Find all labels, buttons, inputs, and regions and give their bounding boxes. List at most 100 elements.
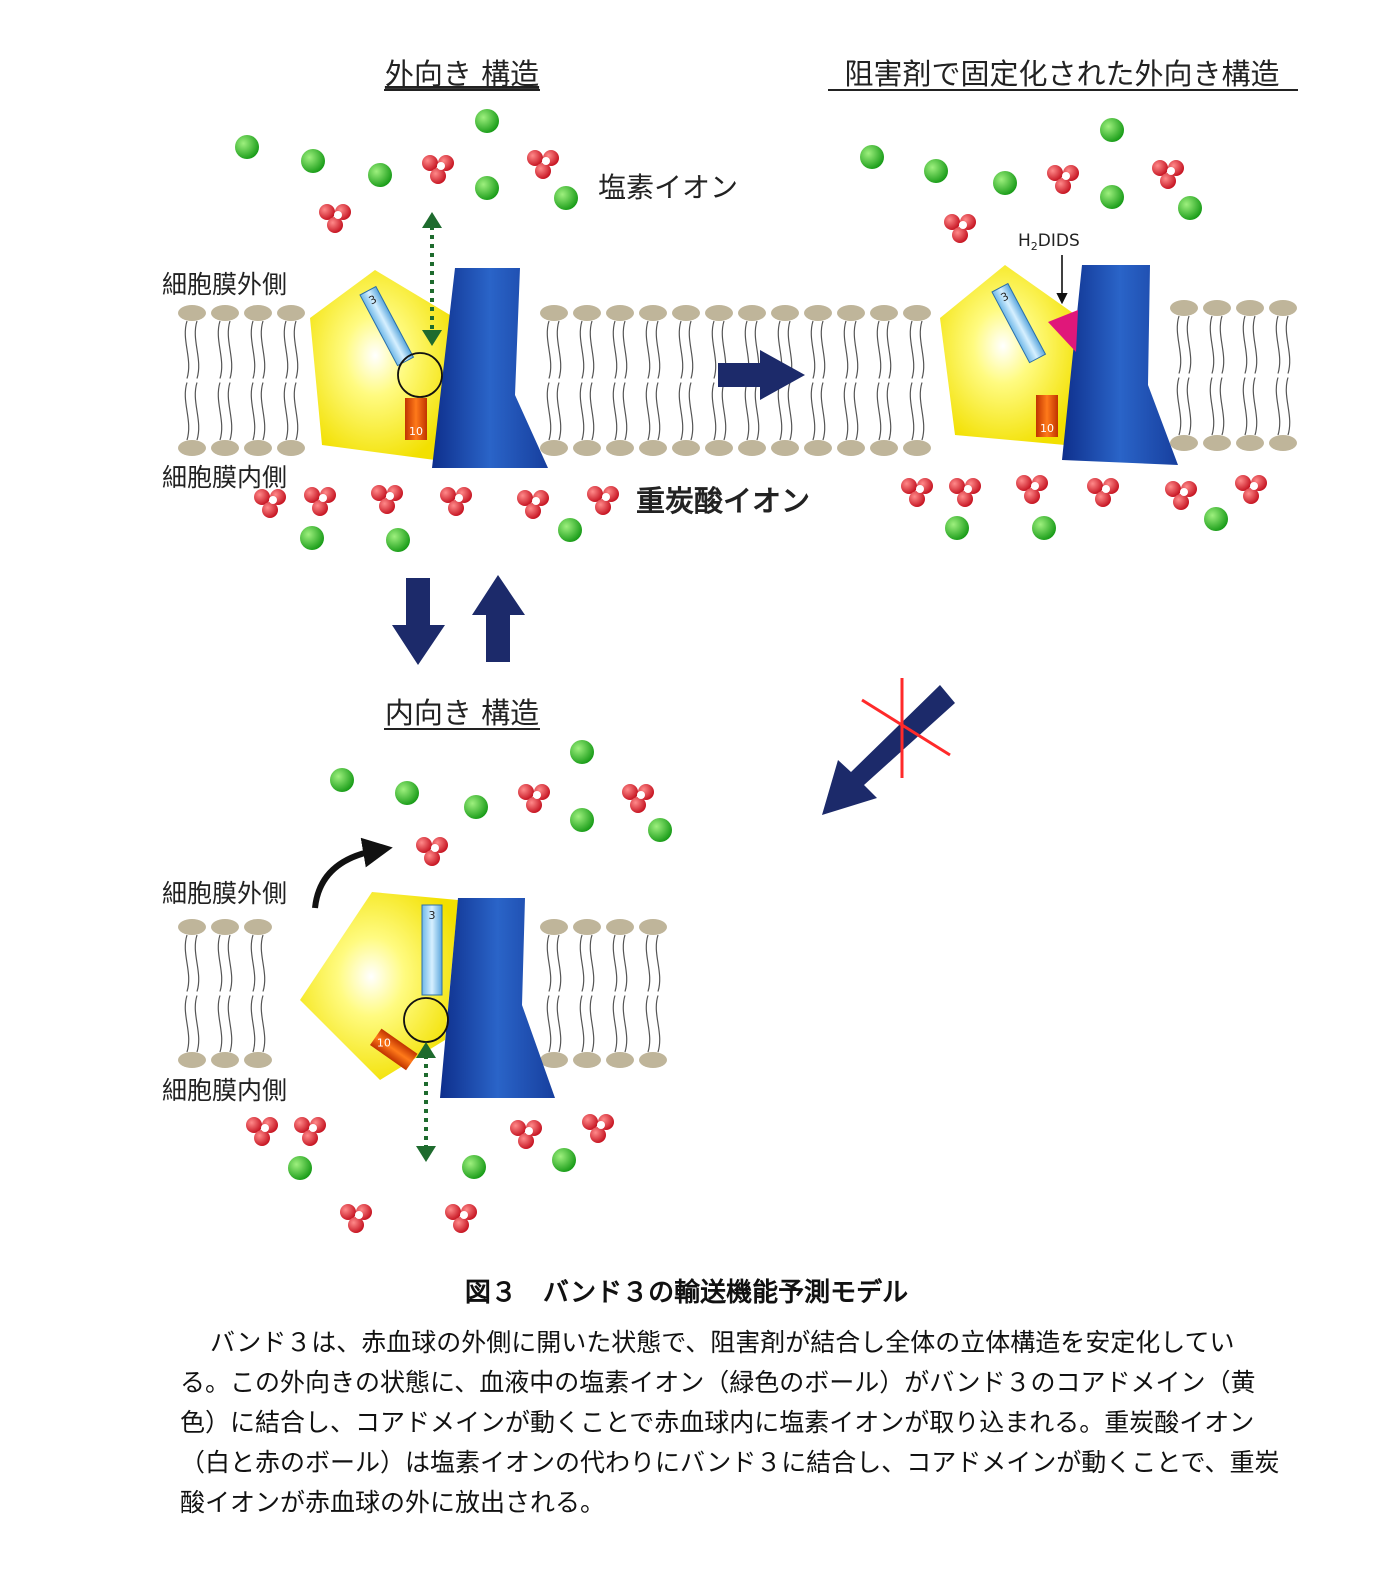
lipid-head bbox=[606, 1052, 634, 1068]
lipid-head bbox=[540, 305, 568, 321]
lipid-head bbox=[178, 440, 206, 456]
bicarbonate-ion bbox=[1235, 475, 1267, 504]
lipid-head bbox=[870, 305, 898, 321]
bicarbonate-ion bbox=[1016, 475, 1048, 504]
outer-side-label: 細胞膜外側 bbox=[162, 879, 287, 908]
bicarbonate-ion bbox=[1152, 160, 1184, 189]
chloride-ion bbox=[288, 1156, 312, 1180]
bicarbonate-ion bbox=[949, 478, 981, 507]
lipid-head bbox=[1236, 300, 1264, 316]
lipid-head bbox=[1170, 300, 1198, 316]
bicarbonate-ion bbox=[440, 487, 472, 516]
inner-side-label: 細胞膜内側 bbox=[162, 463, 287, 492]
lipid-head bbox=[573, 440, 601, 456]
chloride-ion bbox=[648, 818, 672, 842]
band3-model-diagram: 外向き 構造 細胞膜外側 細胞膜内側 3 10 塩素イオン 重炭酸イオ bbox=[162, 57, 1298, 1233]
chloride-ion bbox=[464, 795, 488, 819]
band3-protein-outward: 3 10 bbox=[310, 268, 548, 468]
chloride-ion bbox=[330, 768, 354, 792]
lipid-head bbox=[244, 1052, 272, 1068]
lipid-head bbox=[639, 305, 667, 321]
lipid-head bbox=[639, 440, 667, 456]
lipid-head bbox=[573, 919, 601, 935]
lipid-head bbox=[804, 305, 832, 321]
chloride-ion bbox=[558, 518, 582, 542]
chloride-ion bbox=[368, 163, 392, 187]
lipid-head bbox=[672, 305, 700, 321]
chloride-ion bbox=[395, 781, 419, 805]
chloride-ion bbox=[993, 171, 1017, 195]
lipid-head bbox=[606, 919, 634, 935]
lipid-head bbox=[903, 305, 931, 321]
lipid-head bbox=[1269, 435, 1297, 451]
lipid-head bbox=[639, 1052, 667, 1068]
lipid-head bbox=[211, 440, 239, 456]
lipid-head bbox=[540, 440, 568, 456]
membrane-locked bbox=[1170, 300, 1297, 451]
lipid-head bbox=[211, 919, 239, 935]
lipid-head bbox=[837, 305, 865, 321]
bicarbonate-ion bbox=[1087, 478, 1119, 507]
band3-protein-locked: 3 10 bbox=[940, 265, 1178, 465]
transition-arrow-right bbox=[718, 350, 805, 400]
helix-3: 3 bbox=[359, 285, 415, 367]
lipid-head bbox=[639, 919, 667, 935]
lipid-head bbox=[672, 440, 700, 456]
chloride-ion bbox=[554, 186, 578, 210]
gate-domain bbox=[432, 268, 548, 468]
ion-path-arrow-outward bbox=[422, 212, 442, 346]
chloride-ion bbox=[235, 135, 259, 159]
bicarbonate-ion bbox=[518, 784, 550, 813]
lipid-head bbox=[1203, 435, 1231, 451]
lipid-head bbox=[804, 440, 832, 456]
chloride-ion bbox=[552, 1148, 576, 1172]
lipid-head bbox=[244, 305, 272, 321]
lipid-head bbox=[573, 1052, 601, 1068]
lipid-head bbox=[771, 440, 799, 456]
lipid-head bbox=[1203, 300, 1231, 316]
bicarbonate-ion bbox=[304, 487, 336, 516]
gate-domain bbox=[440, 898, 555, 1098]
bicarbonate-label: 重炭酸イオン bbox=[636, 484, 810, 518]
lipid-head bbox=[211, 1052, 239, 1068]
panel-outward-title: 外向き 構造 bbox=[385, 57, 539, 91]
bicarbonate-ion bbox=[622, 784, 654, 813]
band3-protein-inward: 3 10 bbox=[300, 892, 555, 1098]
ion-path-arrow-inward bbox=[416, 1042, 436, 1162]
panel-outward: 外向き 構造 細胞膜外側 細胞膜内側 3 10 塩素イオン 重炭酸イオ bbox=[162, 57, 931, 552]
chloride-ion bbox=[945, 516, 969, 540]
bicarbonate-ion bbox=[246, 1117, 278, 1146]
chloride-ion bbox=[570, 808, 594, 832]
bicarbonate-ion bbox=[422, 155, 454, 184]
panel-locked-title: 阻害剤で固定化された外向き構造 bbox=[844, 57, 1279, 91]
lipid-head bbox=[244, 440, 272, 456]
bicarbonate-ion bbox=[582, 1114, 614, 1143]
lipid-head bbox=[211, 305, 239, 321]
lipid-head bbox=[244, 919, 272, 935]
figure-caption-title: 図３ バンド３の輸送機能予測モデル bbox=[464, 1278, 909, 1308]
lipid-head bbox=[277, 440, 305, 456]
lipid-head bbox=[903, 440, 931, 456]
chloride-ion bbox=[924, 159, 948, 183]
figure-caption-body: バンド３は、赤血球の外側に開いた状態で、阻害剤が結合し全体の立体構造を安定化して… bbox=[180, 1328, 1280, 1517]
svg-text:10: 10 bbox=[409, 425, 423, 438]
ions-inward bbox=[246, 740, 672, 1233]
lipid-head bbox=[705, 305, 733, 321]
chloride-ion bbox=[386, 528, 410, 552]
chloride-ion bbox=[300, 526, 324, 550]
membrane-inward bbox=[178, 919, 667, 1068]
lipid-head bbox=[738, 440, 766, 456]
lipid-head bbox=[606, 305, 634, 321]
bicarbonate-ion bbox=[294, 1117, 326, 1146]
lipid-head bbox=[705, 440, 733, 456]
panel-inward-title: 内向き 構造 bbox=[385, 696, 539, 730]
inhibitor-h2dids bbox=[1048, 310, 1078, 352]
chloride-label: 塩素イオン bbox=[598, 171, 738, 204]
chloride-ion bbox=[570, 740, 594, 764]
transition-arrows-vertical bbox=[392, 575, 525, 665]
helix-10: 10 bbox=[1036, 395, 1058, 437]
lipid-head bbox=[771, 305, 799, 321]
panel-locked: 阻害剤で固定化された外向き構造 3 10 H2DIDS bbox=[828, 57, 1298, 540]
rotation-arrow bbox=[312, 837, 393, 909]
lipid-head bbox=[540, 919, 568, 935]
